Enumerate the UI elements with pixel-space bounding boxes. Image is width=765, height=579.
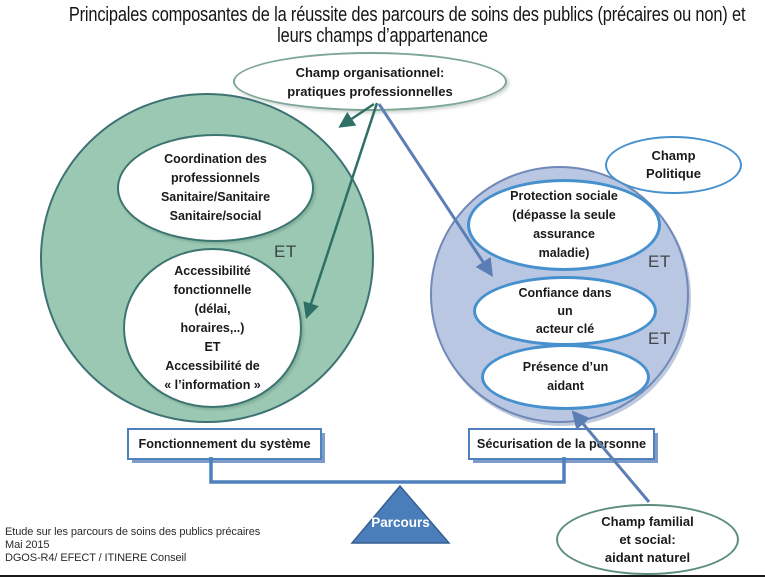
page-title-line-2: leurs champs d’appartenance [277, 25, 488, 47]
coordination-text: Coordination des [164, 152, 267, 166]
organisational-field-text: Champ organisationnel: [295, 64, 445, 80]
et-connector-right-2: ET [648, 329, 671, 348]
person-label-text: Sécurisation de la personne [476, 437, 647, 451]
confidence-text: Confiance dans [518, 286, 612, 300]
person-label-box: Sécurisation de la personne [468, 428, 655, 460]
presence-ellipse: Présence d’un aidant [481, 344, 650, 410]
parcours-label: Parcours [371, 515, 430, 530]
confidence-ellipse: Confiance dans un acteur clé [473, 276, 657, 346]
protection-text: Protection sociale [510, 189, 618, 203]
page-title-line-1: Principales composantes de la réussite d… [68, 4, 746, 26]
footer-line-2: Mai 2015 [5, 539, 50, 551]
presence-text: Présence d’un [522, 360, 609, 374]
system-label-text: Fonctionnement du système [138, 437, 311, 451]
familial-field-ellipse: Champ familial et social: aidant naturel [556, 504, 739, 575]
coordination-ellipse: Coordination des professionnels Sanitair… [117, 134, 314, 242]
accessibility-ellipse: Accessibilité fonctionnelle (délai, hora… [123, 248, 302, 408]
et-connector-right-1: ET [648, 252, 671, 271]
familial-field-text: Champ familial [601, 513, 694, 529]
balance-beam [209, 457, 566, 484]
footer-line-1: Etude sur les parcours de soins des publ… [5, 526, 261, 538]
accessibility-text: Accessibilité [174, 263, 251, 278]
politique-field-text: Champ [651, 148, 696, 163]
politique-field-ellipse: Champ Politique [605, 136, 742, 194]
footer-credits: Etude sur les parcours de soins des publ… [5, 526, 260, 565]
protection-ellipse: Protection sociale (dépasse la seule ass… [467, 179, 661, 271]
bottom-divider [0, 575, 765, 577]
system-label-box: Fonctionnement du système [127, 428, 322, 460]
footer-line-3: DGOS-R4/ EFECT / ITINERE Conseil [5, 552, 187, 564]
organisational-field-ellipse: Champ organisationnel: pratiques profess… [233, 52, 507, 111]
et-connector-left: ET [274, 242, 297, 261]
